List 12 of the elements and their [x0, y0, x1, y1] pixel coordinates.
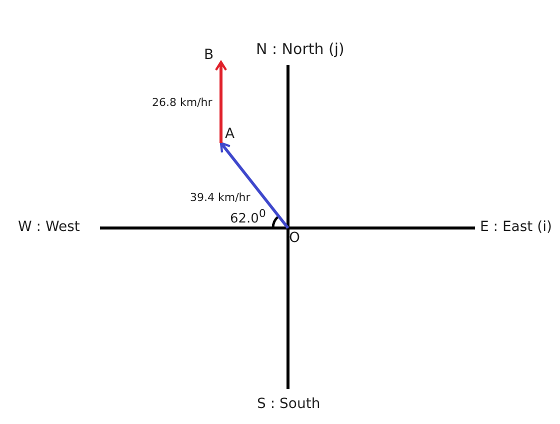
point-label: B — [204, 48, 214, 62]
axis-label: E : East (i) — [480, 220, 552, 234]
speed-label: 39.4 km/hr — [190, 192, 250, 203]
point-label: O — [289, 231, 300, 245]
vector-arrow — [220, 142, 290, 229]
axis-label: N : North (j) — [256, 42, 344, 57]
speed-label: 26.8 km/hr — [152, 97, 212, 108]
vector-arrow — [214, 60, 228, 143]
axis-label: W : West — [18, 220, 80, 234]
point-label: A — [225, 127, 235, 141]
axis-label: S : South — [257, 397, 320, 411]
angle-label: 62.0$^{0}$ — [230, 209, 266, 226]
